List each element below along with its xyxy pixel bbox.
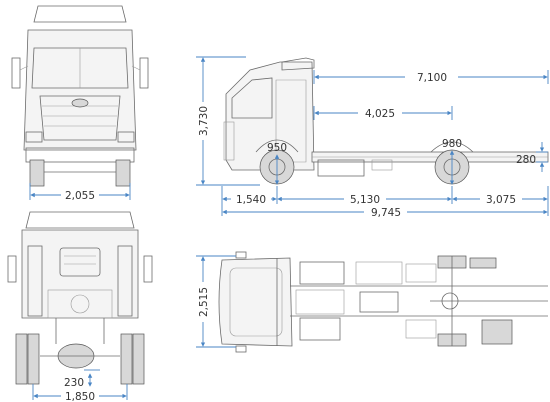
label-front-wheel-height: 950	[267, 142, 287, 154]
label-front-overhang: 1,540	[236, 194, 266, 206]
label-rear-track: 1,850	[65, 391, 95, 402]
front-wheel-height-dimension: 950	[267, 142, 287, 185]
overall-height-dimension: 3,730	[196, 56, 260, 186]
top-view-drawing	[218, 251, 548, 353]
label-chassis-width: 2,515	[198, 287, 210, 317]
front-width-dimension: 2,055	[29, 183, 131, 202]
frame-height-dimension: 280	[516, 142, 548, 172]
front-view-drawing	[11, 5, 149, 187]
label-rear-clearance: 230	[64, 377, 84, 389]
label-overall-height: 3,730	[198, 106, 210, 136]
label-cab-to-end: 7,100	[417, 72, 447, 84]
label-front-width: 2,055	[65, 190, 95, 202]
axle-spacing-dimensions: 1,540 5,130 3,075	[221, 186, 549, 216]
rear-clearance-dimension: 230	[64, 369, 100, 389]
chassis-width-dimension: 2,515	[196, 255, 236, 348]
cab-to-end-dimension: 7,100	[313, 70, 549, 84]
rear-track-dimension: 1,850	[32, 384, 128, 402]
label-rear-wheel-height: 980	[442, 138, 462, 150]
label-frame-height: 280	[516, 154, 536, 166]
overall-length-dimension: 9,745	[222, 207, 548, 219]
label-rear-overhang: 3,075	[486, 194, 516, 206]
cab-to-rear-axle-dimension: 4,025	[313, 106, 453, 120]
label-wheelbase: 5,130	[350, 194, 380, 206]
label-cab-to-rear-axle: 4,025	[365, 108, 395, 120]
rear-view-drawing	[7, 211, 153, 385]
side-view-drawing	[223, 57, 549, 185]
rear-wheel-height-dimension: 980	[442, 138, 462, 185]
label-overall-length: 9,745	[371, 207, 401, 219]
